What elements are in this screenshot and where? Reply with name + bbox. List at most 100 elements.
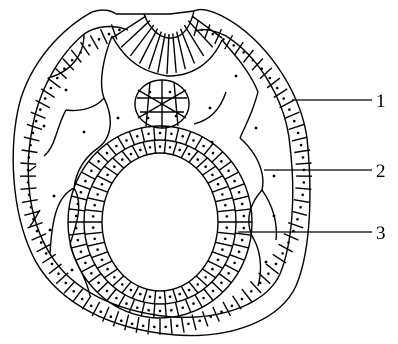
cell-nucleus	[44, 97, 47, 100]
cell-nucleus	[243, 215, 246, 218]
cell-nucleus	[29, 144, 32, 147]
cell-nucleus	[53, 195, 56, 198]
cell-nucleus	[118, 29, 121, 32]
cell-nucleus	[211, 268, 214, 271]
cell-nucleus	[77, 239, 80, 242]
cell-nucleus	[265, 261, 268, 264]
cell-nucleus	[176, 325, 179, 328]
cell-nucleus	[90, 169, 93, 172]
cell-nucleus	[159, 310, 162, 313]
cell-nucleus	[273, 215, 276, 218]
cell-nucleus	[241, 239, 244, 242]
cell-nucleus	[121, 158, 124, 161]
cell-nucleus	[100, 310, 103, 313]
cell-nucleus	[281, 252, 284, 255]
cell-nucleus	[93, 238, 96, 241]
cell-nucleus	[241, 298, 244, 301]
cell-nucleus	[241, 203, 244, 206]
outer-outline	[13, 10, 310, 336]
cell-nucleus	[200, 29, 203, 32]
cell-nucleus	[80, 251, 83, 254]
cell-nucleus	[75, 215, 78, 218]
cell-nucleus	[115, 145, 118, 148]
cell-nucleus	[287, 241, 290, 244]
cell-nucleus	[77, 203, 80, 206]
cell-nucleus	[32, 218, 35, 221]
inner-ring-inner-edge	[84, 140, 236, 304]
cell-nucleus	[106, 290, 109, 293]
cell-nucleus	[221, 193, 224, 196]
cell-nucleus	[106, 268, 109, 271]
cell-nucleus	[121, 283, 124, 286]
cell-nucleus	[252, 59, 255, 62]
cell-nucleus	[250, 290, 253, 293]
cell-nucleus	[209, 107, 212, 110]
cell-nucleus	[90, 305, 93, 308]
cell-nucleus	[170, 133, 173, 136]
cell-nucleus	[303, 181, 306, 184]
cell-nucleus	[153, 326, 156, 329]
cell-nucleus	[50, 87, 53, 90]
cell-nucleus	[260, 67, 263, 70]
cell-nucleus	[204, 276, 207, 279]
cell-nucleus	[238, 191, 241, 194]
cell-nucleus	[302, 156, 305, 159]
cell-nucleus	[299, 206, 302, 209]
cell-nucleus	[282, 97, 285, 100]
cell-nucleus	[139, 293, 142, 296]
cell-nucleus	[211, 33, 214, 36]
cell-nucleus	[188, 289, 191, 292]
cell-nucleus	[130, 153, 133, 156]
cell-nucleus	[175, 115, 178, 118]
cell-nucleus	[159, 145, 162, 148]
cell-nucleus	[212, 290, 215, 293]
label-3: 3	[376, 223, 386, 244]
cell-nucleus	[65, 282, 68, 285]
inner-ring-inner-row	[84, 140, 236, 304]
cell-nucleus	[93, 204, 96, 207]
cell-nucleus	[202, 145, 205, 148]
cell-nucleus	[125, 139, 128, 142]
cell-nucleus	[220, 310, 223, 313]
cell-nucleus	[57, 272, 60, 275]
cell-nucleus	[233, 180, 236, 183]
cell-nucleus	[147, 309, 150, 312]
cell-nucleus	[36, 230, 39, 233]
cell-nucleus	[220, 160, 223, 163]
notch-cell-walls	[112, 16, 222, 74]
cell-nucleus	[273, 175, 276, 178]
cell-nucleus	[90, 272, 93, 275]
cell-nucleus	[259, 282, 262, 285]
cell-nucleus	[267, 272, 270, 275]
label-1: 1	[376, 91, 386, 112]
cell-nucleus	[178, 293, 181, 296]
mesenchyme-cell-boundaries	[28, 34, 276, 296]
cell-nucleus	[113, 165, 116, 168]
cell-nucleus	[159, 132, 162, 135]
cell-nucleus	[217, 183, 220, 186]
cell-nucleus	[204, 165, 207, 168]
cell-nucleus	[139, 149, 142, 152]
cell-nucleus	[49, 229, 52, 232]
cell-nucleus	[227, 272, 230, 275]
central-cluster-cells	[137, 80, 187, 128]
cell-nucleus	[161, 103, 164, 106]
cell-nucleus	[39, 108, 42, 111]
cell-nucleus	[169, 91, 172, 94]
cell-nucleus	[28, 156, 31, 159]
cell-nucleus	[51, 263, 54, 266]
cell-nucleus	[142, 325, 145, 328]
cell-nucleus	[238, 251, 241, 254]
cell-nucleus	[231, 305, 234, 308]
cell-nucleus	[80, 191, 83, 194]
cell-nucleus	[131, 323, 134, 326]
cell-nucleus	[181, 306, 184, 309]
cell-nucleus	[84, 262, 87, 265]
cell-nucleus	[106, 152, 109, 155]
cell-nucleus	[301, 194, 304, 197]
cell-nucleus	[92, 226, 95, 229]
cell-nucleus	[169, 146, 172, 149]
cell-nucleus	[217, 259, 220, 262]
cell-nucleus	[227, 169, 230, 172]
cell-nucleus	[63, 67, 66, 70]
